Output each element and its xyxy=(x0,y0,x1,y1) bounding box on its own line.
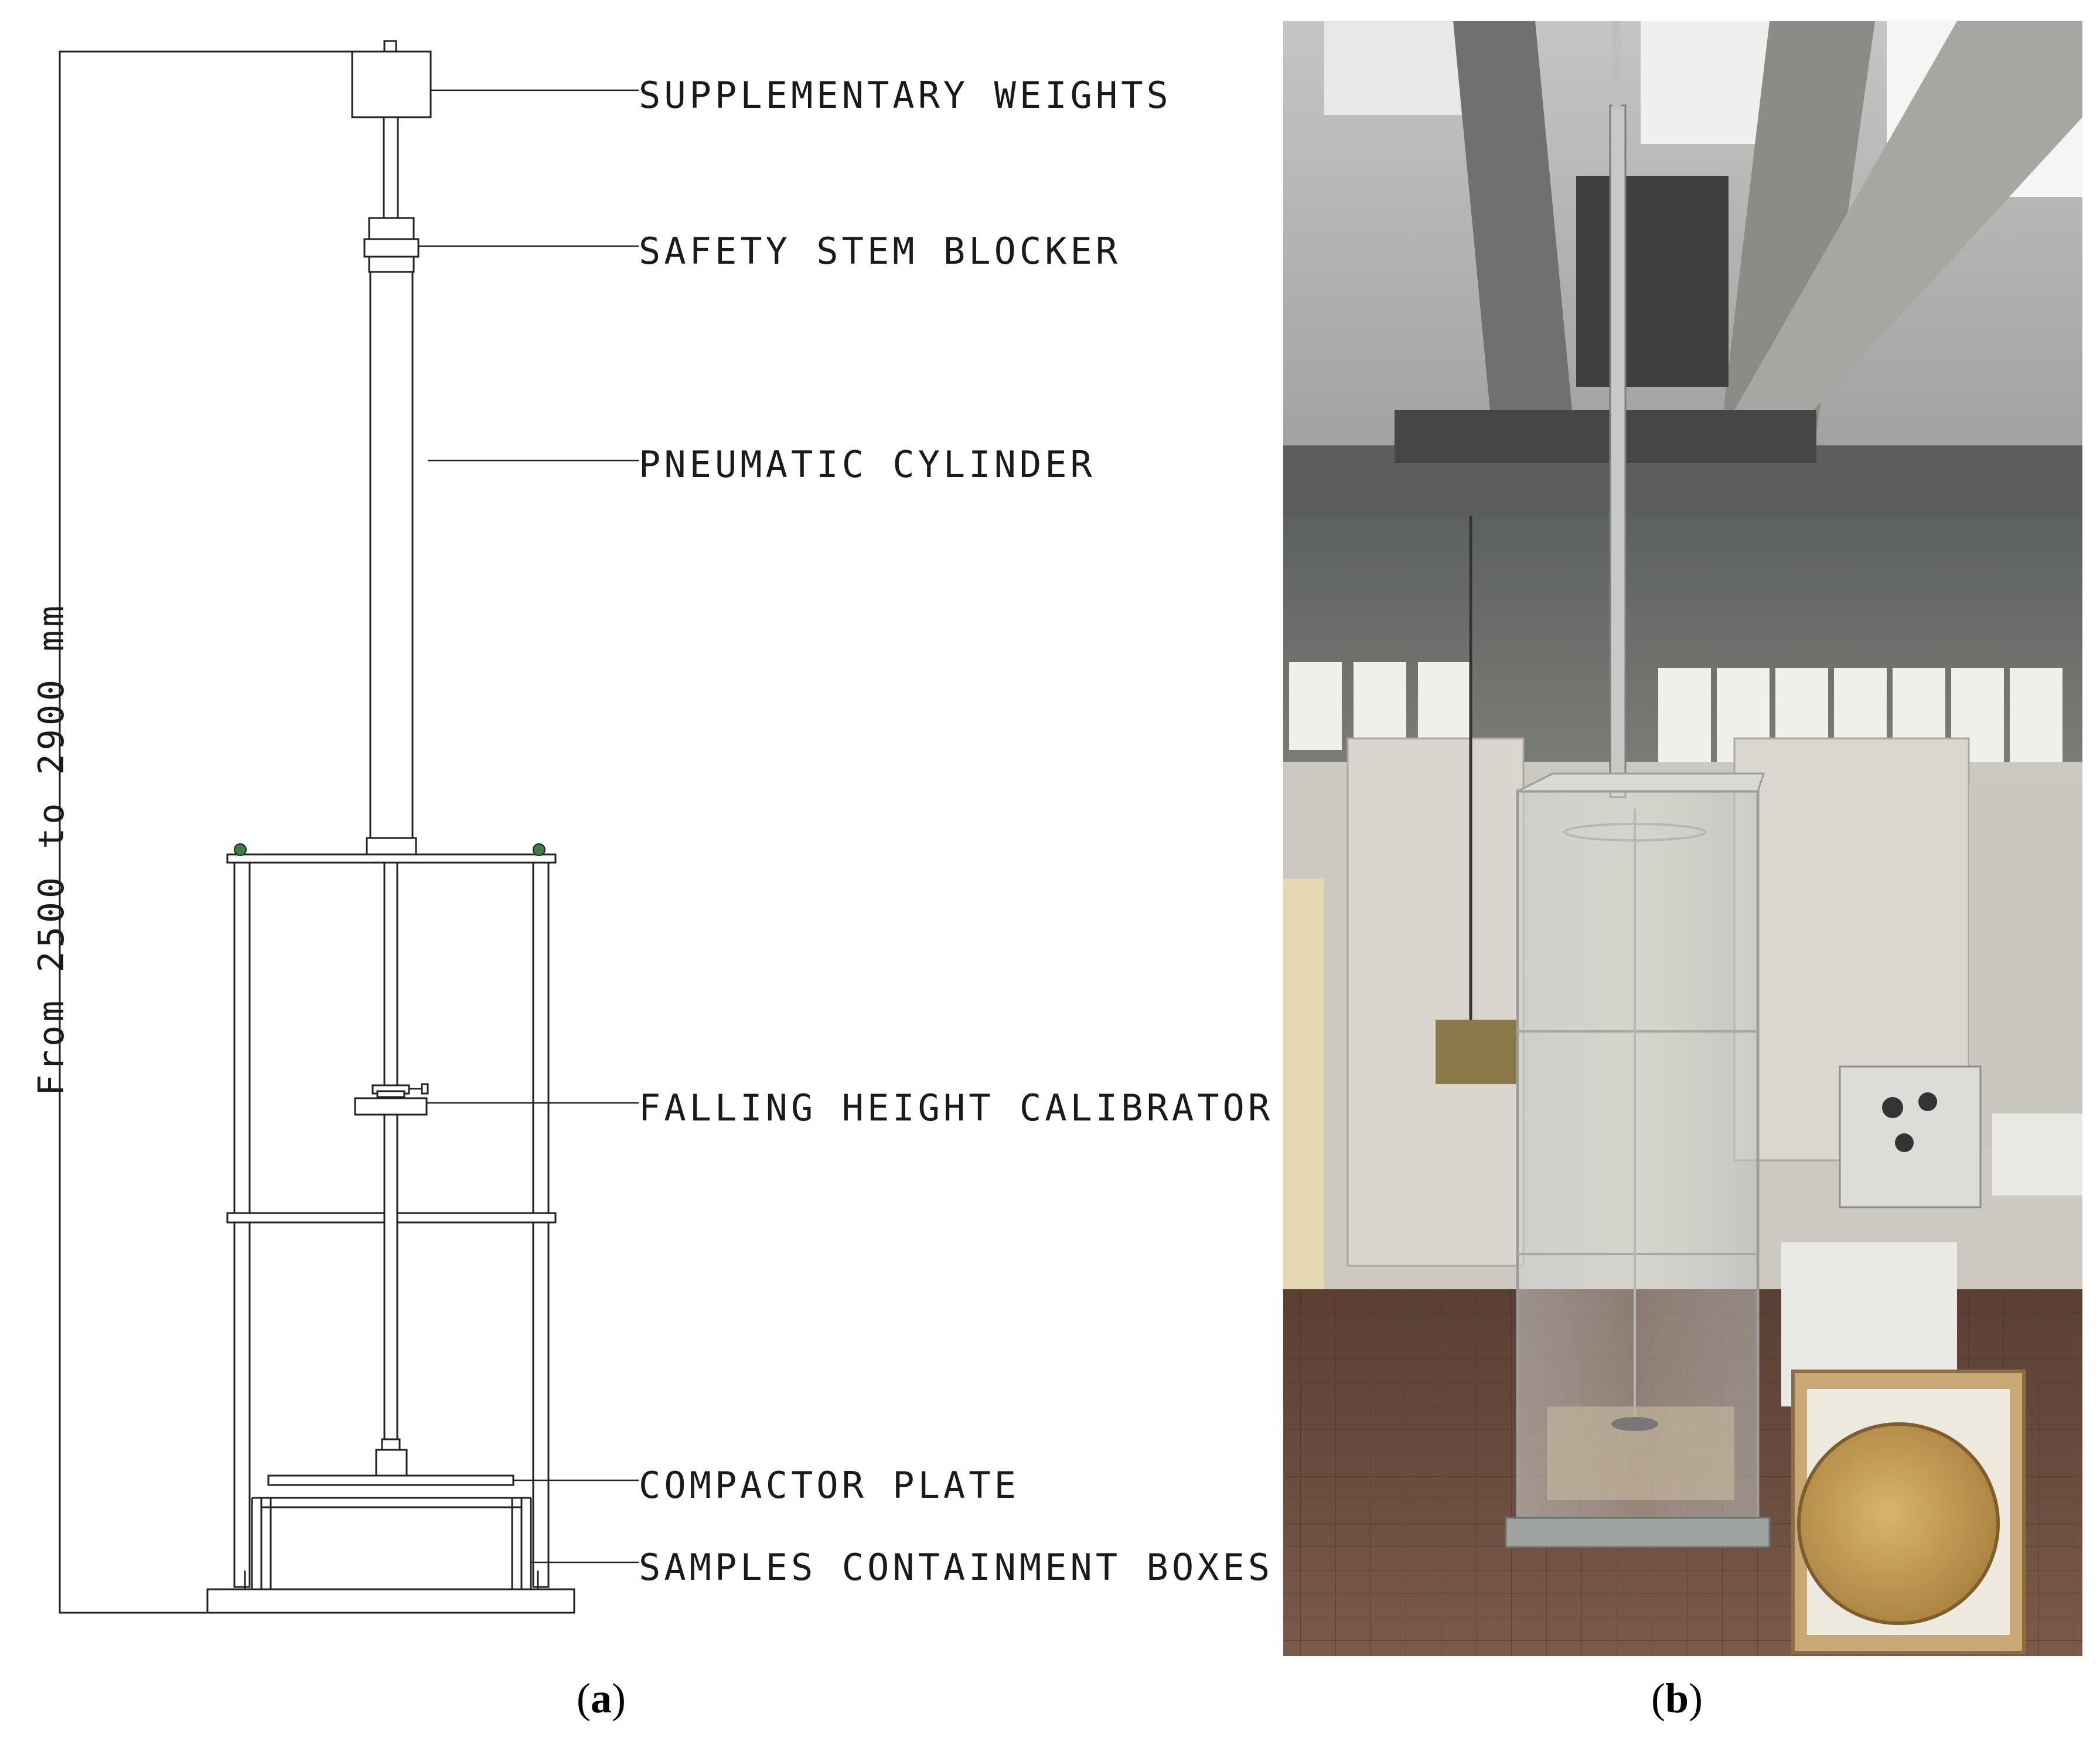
dimension-line xyxy=(59,50,574,1614)
frame-posts xyxy=(233,861,550,1588)
compactor-plate xyxy=(267,1438,514,1486)
label-samples-containment-boxes: SAMPLES CONTAINMENT BOXES xyxy=(639,1546,1273,1589)
label-safety-stem-blocker: SAFETY STEM BLOCKER xyxy=(639,230,1121,272)
label-pneumatic-cylinder: PNEUMATIC CYLINDER xyxy=(639,443,1096,486)
label-supplementary-weights: SUPPLEMENTARY WEIGHTS xyxy=(639,74,1172,117)
panel-label-b: (b) xyxy=(1651,1675,1703,1722)
samples-containment-boxes xyxy=(244,1497,539,1590)
pneumatic-cylinder xyxy=(366,271,417,856)
label-compactor-plate: COMPACTOR PLATE xyxy=(639,1464,1020,1507)
frame-top-plate xyxy=(226,843,557,864)
falling-height-calibrator xyxy=(354,1083,429,1116)
falling-stem xyxy=(383,861,398,1440)
dimension-label: From 2500 to 2900 mm xyxy=(31,602,72,1096)
technical-drawing: From 2500 to 2900 mm xyxy=(31,40,1273,1614)
label-falling-height-calibrator: FALLING HEIGHT CALIBRATOR xyxy=(639,1086,1273,1129)
photo xyxy=(1283,21,2082,1656)
supplementary-weights xyxy=(351,40,432,219)
safety-stem-blocker xyxy=(363,217,420,273)
leader-lines xyxy=(418,89,639,1564)
base-plate xyxy=(206,1588,575,1614)
panel-label-a: (a) xyxy=(577,1675,626,1722)
